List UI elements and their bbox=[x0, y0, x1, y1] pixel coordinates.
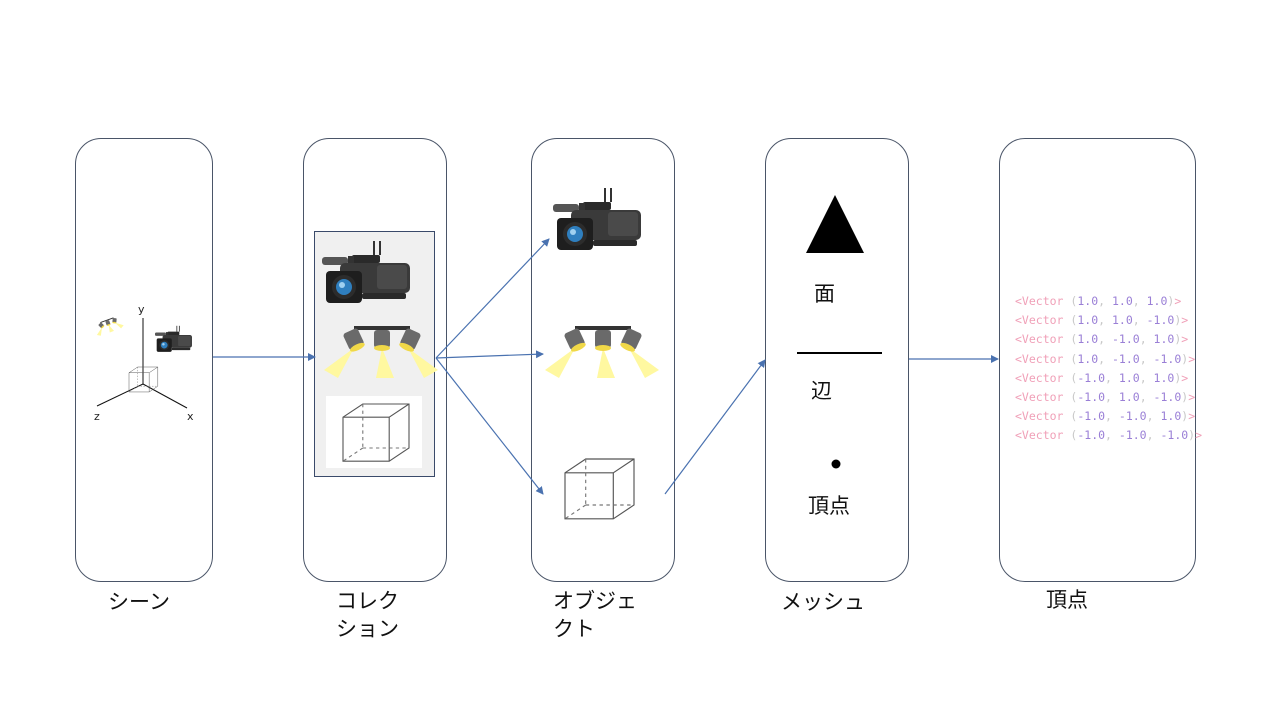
scene-label: シーン bbox=[108, 590, 170, 614]
vertex-row: <Vector (1.0, -1.0, -1.0)> bbox=[1015, 351, 1196, 366]
dot-icon bbox=[831, 459, 841, 469]
object-label-line2: クト bbox=[553, 617, 595, 641]
vertices-label: 頂点 bbox=[1046, 588, 1088, 612]
axis-label-y: y bbox=[138, 303, 145, 316]
collection-camera-icon bbox=[321, 240, 411, 304]
axis-label-z: z bbox=[94, 410, 100, 423]
collection-spotlight-icon bbox=[324, 326, 438, 378]
vertex-row: <Vector (-1.0, -1.0, -1.0)> bbox=[1015, 428, 1203, 443]
vertex-row: <Vector (-1.0, 1.0, -1.0)> bbox=[1015, 390, 1196, 405]
arrows bbox=[213, 238, 999, 495]
vertex-list: <Vector (1.0, 1.0, 1.0)> <Vector (1.0, 1… bbox=[1015, 292, 1202, 446]
vertex-row: <Vector (1.0, 1.0, 1.0)> bbox=[1015, 294, 1182, 308]
vertex-label: 頂点 bbox=[808, 494, 850, 518]
collection-label-line1: コレク bbox=[336, 589, 399, 613]
object-camera-icon bbox=[552, 187, 642, 251]
triangle-icon bbox=[806, 195, 864, 253]
axis-label-x: x bbox=[187, 410, 194, 423]
face-label: 面 bbox=[814, 282, 835, 306]
collection-label: コレク ション bbox=[336, 587, 399, 643]
arrow-collection-to-light bbox=[435, 350, 544, 359]
mesh-label: メッシュ bbox=[781, 590, 865, 614]
scene-panel bbox=[75, 138, 213, 582]
scene-spotlight-icon bbox=[93, 314, 125, 337]
collection-cube-icon bbox=[342, 403, 410, 462]
arrow-collection-to-camera bbox=[435, 238, 550, 359]
vertex-row: <Vector (-1.0, -1.0, 1.0)> bbox=[1015, 409, 1196, 424]
object-cube-icon bbox=[564, 458, 635, 520]
object-spotlight-icon bbox=[545, 326, 659, 378]
scene-camera-icon bbox=[154, 325, 193, 353]
arrow-object-to-mesh bbox=[664, 359, 766, 495]
object-label: オブジェ クト bbox=[553, 587, 637, 643]
collection-cube-background bbox=[326, 396, 422, 468]
vertex-row: <Vector (-1.0, 1.0, 1.0)> bbox=[1015, 370, 1189, 385]
vertex-row: <Vector (1.0, -1.0, 1.0)> bbox=[1015, 332, 1189, 347]
arrow-collection-to-cube bbox=[435, 357, 544, 495]
vertices-panel bbox=[999, 138, 1196, 582]
vertex-row: <Vector (1.0, 1.0, -1.0)> bbox=[1015, 313, 1189, 328]
object-label-line1: オブジェ bbox=[553, 589, 637, 613]
collection-label-line2: ション bbox=[336, 617, 399, 641]
edge-label: 辺 bbox=[811, 379, 832, 403]
